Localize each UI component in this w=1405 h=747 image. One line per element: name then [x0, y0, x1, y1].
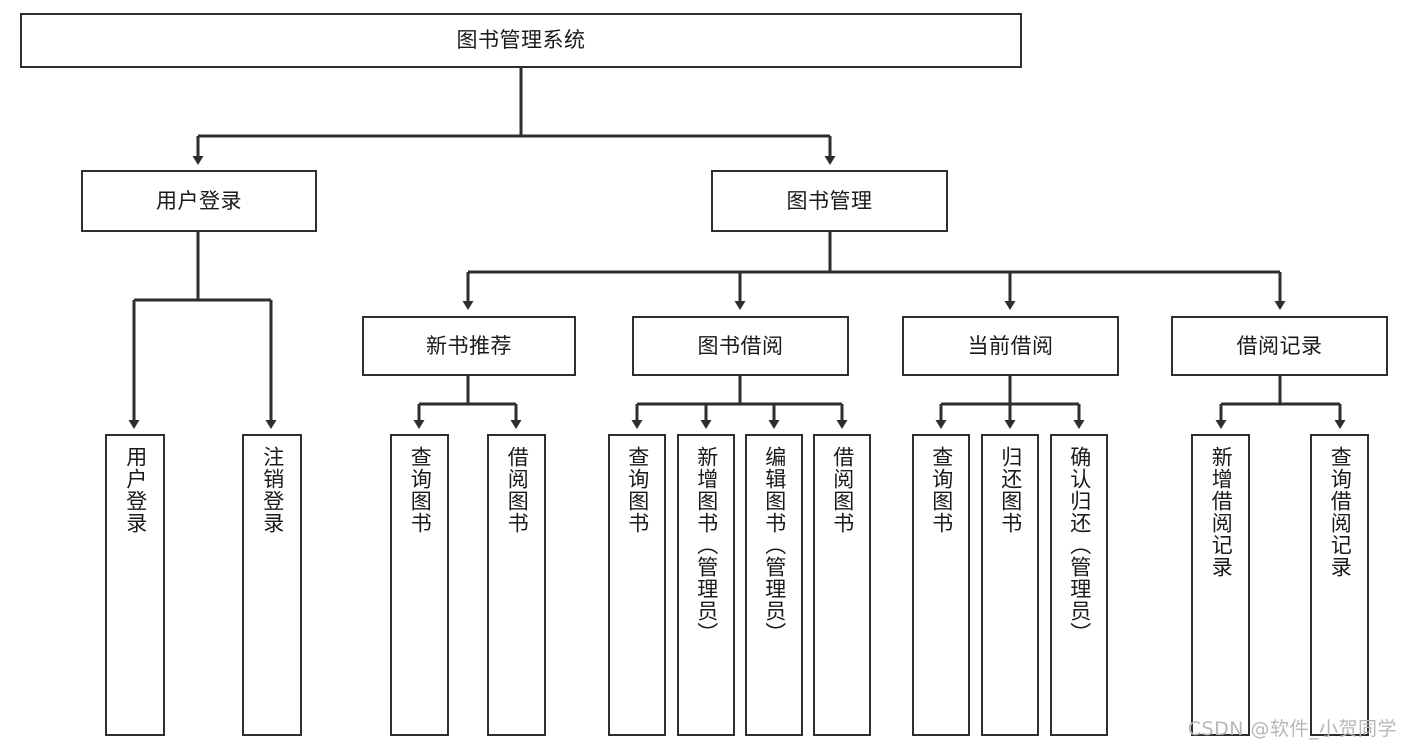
node-current-borrow-label: 当前借阅: [967, 333, 1054, 358]
node-root[interactable]: 图书管理系统: [20, 13, 1022, 68]
node-leaf-logout-label: 注销登录: [260, 446, 285, 534]
node-new-book-rec[interactable]: 新书推荐: [362, 316, 576, 376]
node-current-borrow[interactable]: 当前借阅: [902, 316, 1119, 376]
node-user-login-label: 用户登录: [156, 188, 242, 213]
node-leaf-borrow-book-1-label: 借阅图书: [505, 446, 530, 534]
node-leaf-user-login-label: 用户登录: [123, 446, 148, 534]
node-leaf-query-book-1-label: 查询图书: [408, 446, 433, 534]
node-root-label: 图书管理系统: [456, 28, 586, 53]
node-book-manage-label: 图书管理: [786, 188, 873, 213]
node-leaf-borrow-book-2[interactable]: 借阅图书: [813, 434, 871, 736]
node-leaf-edit-book[interactable]: 编辑图书（管理员）: [745, 434, 803, 736]
node-book-manage[interactable]: 图书管理: [711, 170, 948, 232]
node-leaf-add-record[interactable]: 新增借阅记录: [1191, 434, 1250, 736]
node-leaf-confirm-return-label: 确认归还（管理员）: [1067, 446, 1092, 644]
node-leaf-user-login[interactable]: 用户登录: [105, 434, 165, 736]
node-leaf-query-book-3[interactable]: 查询图书: [912, 434, 970, 736]
node-leaf-add-book[interactable]: 新增图书（管理员）: [677, 434, 735, 736]
node-book-borrow[interactable]: 图书借阅: [632, 316, 849, 376]
csdn-watermark: CSDN @软件_小贺同学: [1187, 718, 1397, 740]
node-leaf-borrow-book-1[interactable]: 借阅图书: [487, 434, 546, 736]
node-leaf-borrow-book-2-label: 借阅图书: [830, 446, 855, 534]
node-leaf-add-book-label: 新增图书（管理员）: [694, 446, 719, 644]
node-book-borrow-label: 图书借阅: [697, 333, 784, 358]
node-leaf-query-book-2[interactable]: 查询图书: [608, 434, 666, 736]
node-leaf-edit-book-label: 编辑图书（管理员）: [762, 446, 787, 644]
node-leaf-add-record-label: 新增借阅记录: [1209, 446, 1234, 578]
node-leaf-return-book-label: 归还图书: [998, 446, 1023, 534]
node-new-book-rec-label: 新书推荐: [426, 333, 512, 358]
node-borrow-record[interactable]: 借阅记录: [1171, 316, 1388, 376]
node-leaf-query-book-3-label: 查询图书: [929, 446, 954, 534]
node-leaf-return-book[interactable]: 归还图书: [981, 434, 1039, 736]
node-borrow-record-label: 借阅记录: [1236, 333, 1323, 358]
node-leaf-logout[interactable]: 注销登录: [242, 434, 302, 736]
node-leaf-query-book-2-label: 查询图书: [625, 446, 650, 534]
node-leaf-query-book-1[interactable]: 查询图书: [390, 434, 449, 736]
node-user-login[interactable]: 用户登录: [81, 170, 317, 232]
node-leaf-query-record-label: 查询借阅记录: [1328, 446, 1353, 578]
node-leaf-query-record[interactable]: 查询借阅记录: [1310, 434, 1369, 736]
node-leaf-confirm-return[interactable]: 确认归还（管理员）: [1050, 434, 1108, 736]
